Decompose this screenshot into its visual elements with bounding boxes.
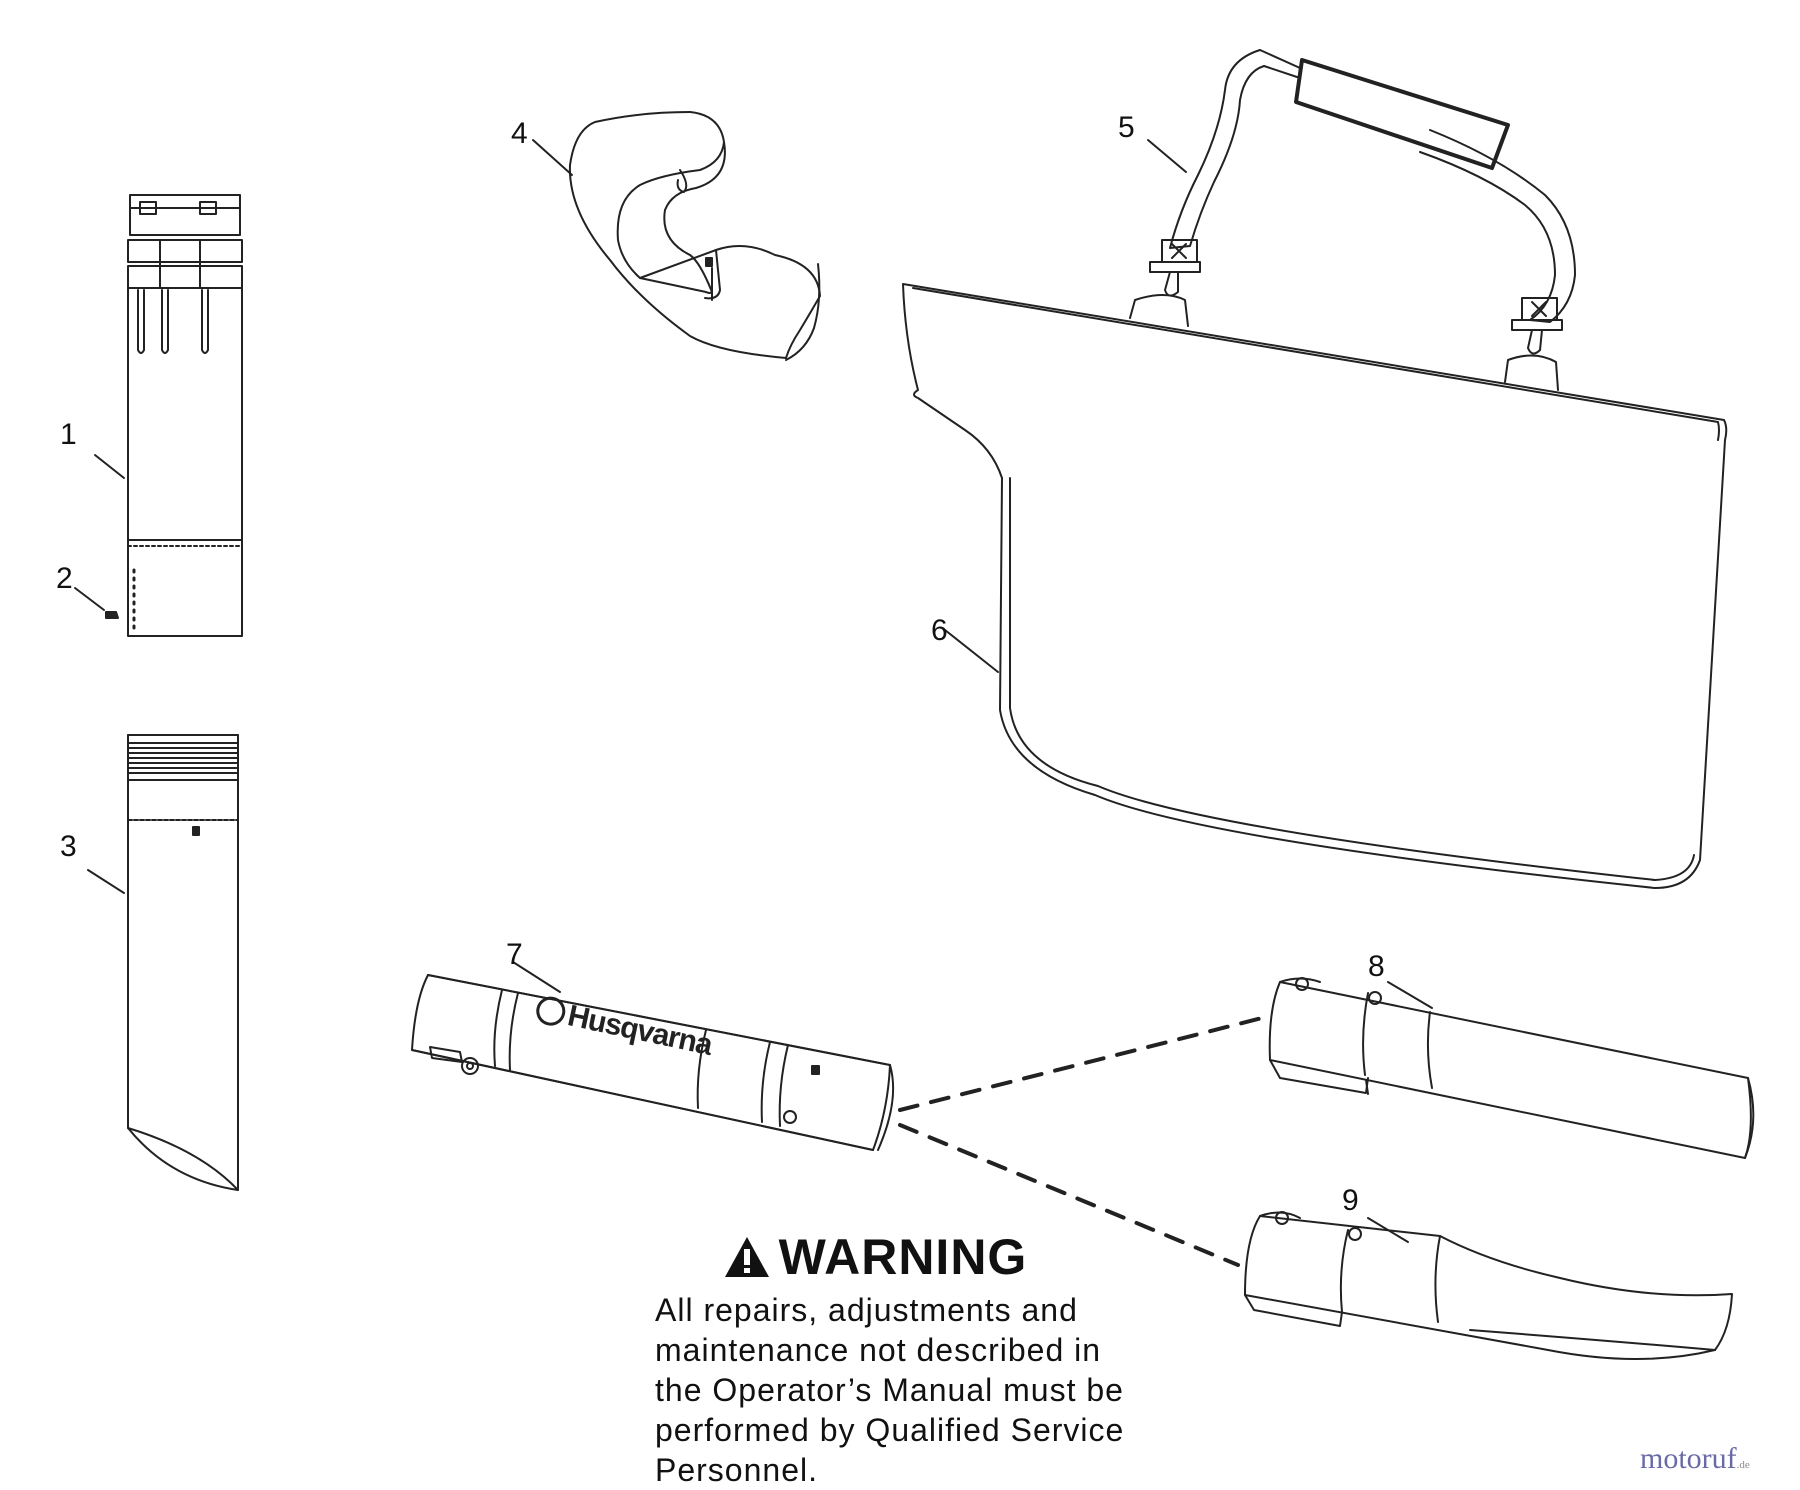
part-3-suction-nozzle (87, 734, 239, 1191)
warning-triangle-icon (724, 1237, 769, 1277)
husqvarna-logo: Husqvarna (536, 996, 716, 1062)
part-9-flat-nozzle (1244, 1211, 1733, 1360)
part-4-elbow (532, 111, 821, 361)
warning-title: WARNING (778, 1229, 1028, 1285)
callout-numbers: 1 2 3 4 5 6 7 8 9 (56, 111, 1385, 1217)
tube-7-logo-text: Husqvarna (565, 999, 716, 1062)
crown-icon (536, 996, 566, 1026)
warning-header: WARNING (535, 1228, 1215, 1286)
part-2-screw (74, 587, 119, 619)
warning-notice: WARNING All repairs, adjustments and mai… (655, 1228, 1215, 1490)
callout-1: 1 (60, 418, 77, 451)
callout-3: 3 (60, 830, 77, 863)
connector-lines (898, 1016, 1264, 1267)
part-7-blower-tube (411, 961, 895, 1151)
callout-8: 8 (1368, 950, 1385, 983)
watermark-brand: motoruf (1640, 1442, 1737, 1475)
callout-6: 6 (931, 614, 948, 647)
callout-2: 2 (56, 562, 73, 595)
watermark-tld: .de (1736, 1459, 1750, 1471)
part-8-round-nozzle (1268, 977, 1755, 1159)
callout-7: 7 (506, 938, 523, 971)
part-1-suction-tube (94, 194, 243, 637)
watermark: motoruf.de (1640, 1442, 1750, 1476)
part-5-shoulder-strap (1147, 49, 1576, 355)
part-6-collection-bag (902, 283, 1728, 889)
callout-9: 9 (1342, 1184, 1359, 1217)
callout-4: 4 (511, 117, 528, 150)
warning-body: All repairs, adjustments and maintenance… (655, 1292, 1125, 1488)
callout-5: 5 (1118, 111, 1135, 144)
